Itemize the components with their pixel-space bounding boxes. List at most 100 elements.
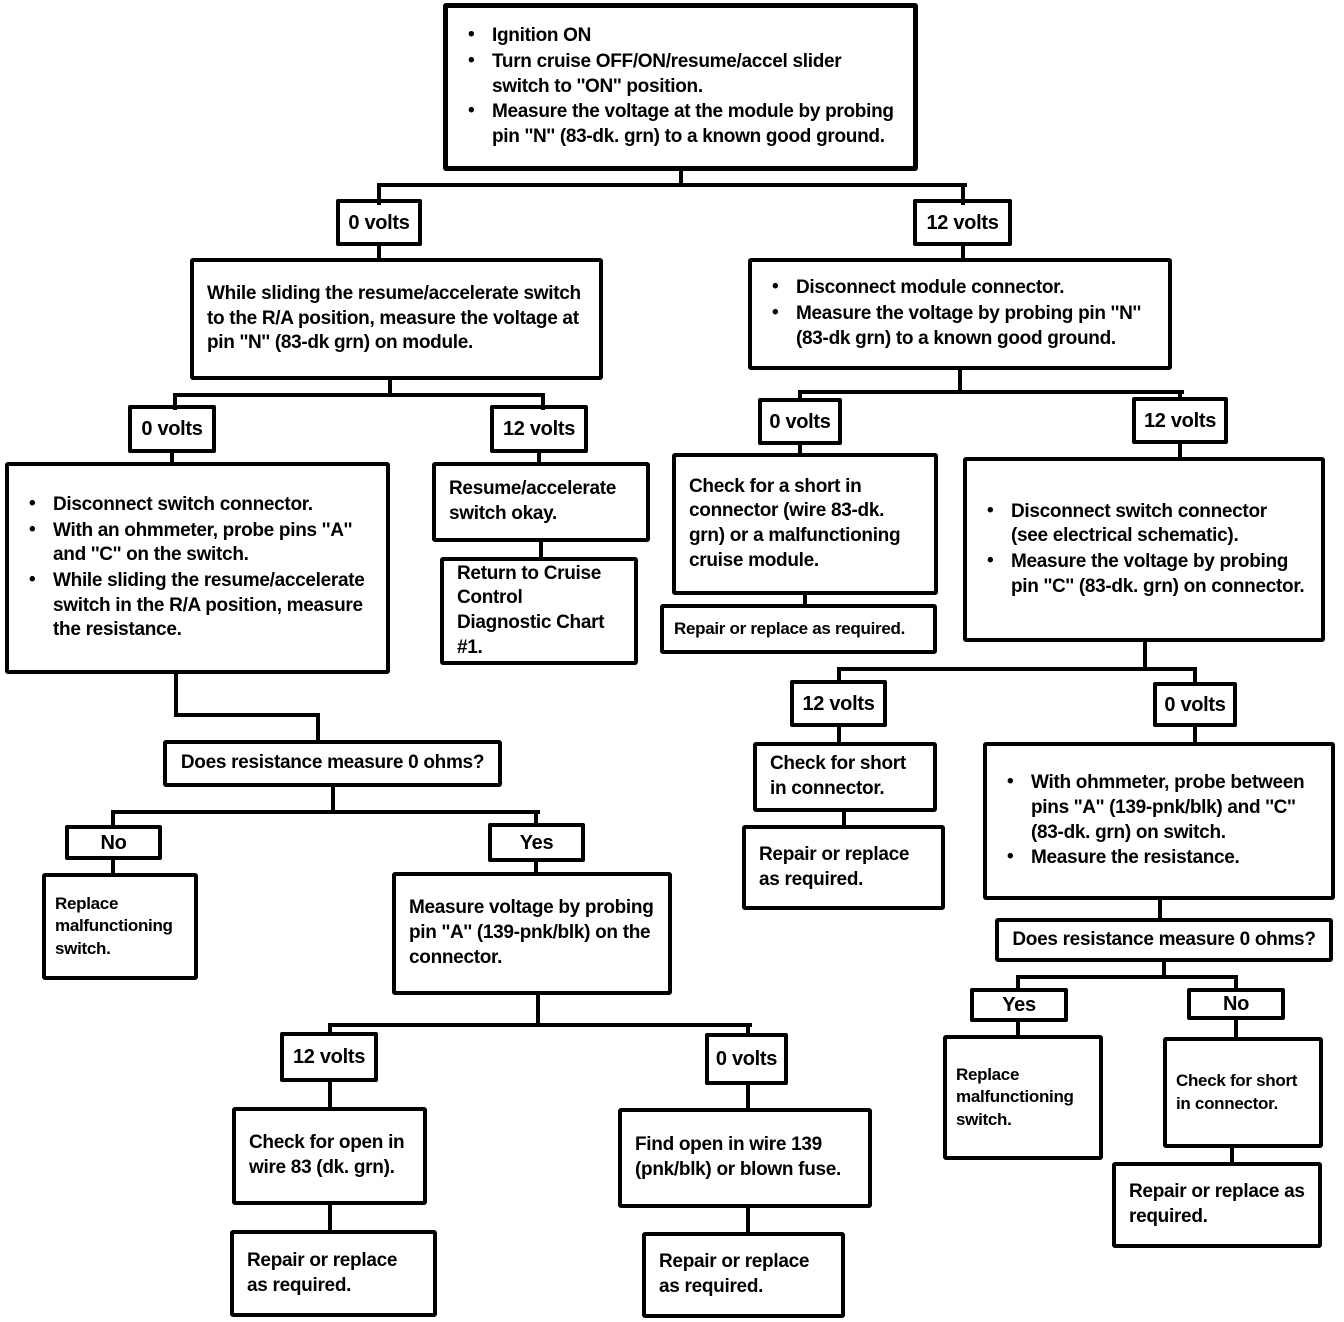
connector-line	[961, 244, 965, 262]
branch-label-no: No	[1187, 988, 1285, 1020]
step-text: Disconnect module connector.	[765, 275, 1155, 301]
step-text: Measure the voltage by probing pin ''N''…	[765, 301, 1155, 351]
connector-line	[541, 395, 545, 410]
connector-line	[388, 378, 392, 397]
connector-line	[1016, 1020, 1020, 1039]
flow-box-replace-switch: Replace malfunctioning switch.	[943, 1035, 1103, 1160]
step-text: While sliding the resume/accelerate swit…	[22, 568, 373, 643]
step-text: Disconnect switch connector (see electri…	[980, 499, 1308, 549]
connector-line	[174, 672, 178, 717]
flow-box-disconnect-module: Disconnect module connector. Measure the…	[748, 258, 1172, 370]
connector-line	[1143, 640, 1147, 671]
connector-line	[746, 1025, 750, 1037]
flow-box-start: Ignition ON Turn cruise OFF/ON/resume/ac…	[443, 3, 918, 171]
connector-line	[537, 450, 541, 466]
connector-line	[328, 1025, 332, 1036]
connector-line	[173, 395, 177, 410]
flow-box-repair-replace: Repair or replace as required.	[660, 604, 937, 654]
connector-line	[316, 713, 320, 744]
flow-box-check-short: Check for short in connector.	[1163, 1037, 1323, 1148]
flow-box-measure-ra: While sliding the resume/accelerate swit…	[190, 258, 603, 380]
connector-line	[1162, 960, 1166, 977]
connector-line	[837, 669, 841, 684]
flow-box-replace-switch: Replace malfunctioning switch.	[42, 873, 198, 980]
branch-label-12-volts: 12 volts	[490, 405, 588, 453]
connector-line	[377, 183, 967, 187]
flow-box-open-wire-139: Find open in wire 139 (pnk/blk) or blown…	[618, 1108, 872, 1208]
step-text: Disconnect switch connector.	[22, 492, 373, 518]
connector-line	[1178, 392, 1182, 401]
flow-box-check-short: Check for short in connector.	[753, 742, 937, 812]
connector-line	[1234, 1018, 1238, 1041]
connector-line	[798, 390, 1184, 394]
connector-line	[746, 1083, 750, 1112]
connector-line	[1193, 725, 1197, 746]
connector-line	[173, 393, 545, 397]
connector-line	[1234, 977, 1238, 992]
connector-line	[377, 244, 381, 262]
connector-line	[1178, 442, 1182, 461]
connector-line	[536, 993, 540, 1027]
step-text: Measure the voltage by probing pin ''C''…	[980, 549, 1308, 599]
flow-box-repair-replace: Repair or replace as required.	[742, 825, 945, 910]
connector-line	[111, 810, 540, 814]
connector-line	[377, 185, 381, 205]
connector-line	[331, 785, 335, 814]
connector-line	[746, 1206, 750, 1236]
connector-line	[328, 1203, 332, 1234]
branch-label-no: No	[65, 825, 162, 860]
connector-line	[1016, 977, 1020, 992]
connector-line	[803, 593, 807, 608]
branch-label-yes: Yes	[488, 823, 585, 862]
connector-line	[111, 812, 115, 829]
connector-line	[1230, 1146, 1234, 1166]
flow-box-repair-replace: Repair or replace as required.	[642, 1232, 845, 1318]
connector-line	[798, 392, 802, 402]
connector-line	[837, 667, 1197, 671]
step-text: Turn cruise OFF/ON/resume/accel slider s…	[461, 49, 900, 99]
connector-line	[961, 185, 965, 205]
branch-label-yes: Yes	[970, 988, 1068, 1022]
connector-line	[1193, 669, 1197, 686]
step-text: Measure the resistance.	[1000, 845, 1318, 871]
step-text: With ohmmeter, probe between pins ''A'' …	[1000, 770, 1318, 845]
connector-line	[174, 713, 320, 717]
connector-line	[842, 810, 846, 829]
flow-question-resistance-right: Does resistance measure 0 ohms?	[995, 918, 1333, 962]
connector-line	[798, 443, 802, 457]
connector-line	[1016, 975, 1238, 979]
connector-line	[837, 725, 841, 746]
flow-box-short-or-module: Check for a short in connector (wire 83-…	[672, 453, 938, 595]
flow-box-ohmmeter-pins: With ohmmeter, probe between pins ''A'' …	[983, 742, 1335, 900]
branch-label-12-volts: 12 volts	[790, 680, 887, 727]
connector-line	[958, 368, 962, 394]
connector-line	[534, 812, 538, 827]
connector-line	[539, 540, 543, 561]
connector-line	[679, 171, 683, 185]
step-text: Measure the voltage at the module by pro…	[461, 99, 900, 149]
flow-box-ohmmeter-probe: Disconnect switch connector. With an ohm…	[5, 462, 390, 674]
branch-label-0-volts: 0 volts	[758, 398, 842, 445]
branch-label-0-volts: 0 volts	[705, 1033, 788, 1085]
branch-label-12-volts: 12 volts	[913, 199, 1012, 246]
flow-question-resistance-left: Does resistance measure 0 ohms?	[163, 740, 502, 787]
branch-label-12-volts: 12 volts	[280, 1032, 378, 1082]
connector-line	[111, 858, 115, 877]
flow-box-repair-replace: Repair or replace as required.	[230, 1230, 437, 1317]
branch-label-0-volts: 0 volts	[336, 199, 422, 246]
connector-line	[1158, 898, 1162, 922]
branch-label-0-volts: 0 volts	[128, 405, 216, 453]
connector-line	[328, 1080, 332, 1111]
step-text: Ignition ON	[461, 23, 900, 49]
connector-line	[534, 860, 538, 876]
step-text: With an ohmmeter, probe pins ''A'' and '…	[22, 518, 373, 568]
flow-box-switch-okay: Resume/accelerate switch okay.	[432, 462, 650, 542]
flow-box-open-wire-83: Check for open in wire 83 (dk. grn).	[232, 1107, 427, 1205]
flow-box-disconnect-switch: Disconnect switch connector (see electri…	[963, 457, 1325, 642]
connector-line	[170, 450, 174, 466]
flow-box-return-chart1: Return to Cruise Control Diagnostic Char…	[440, 557, 638, 665]
connector-line	[328, 1023, 752, 1027]
branch-label-0-volts: 0 volts	[1153, 682, 1237, 727]
flow-box-repair-replace: Repair or replace as required.	[1112, 1162, 1322, 1248]
